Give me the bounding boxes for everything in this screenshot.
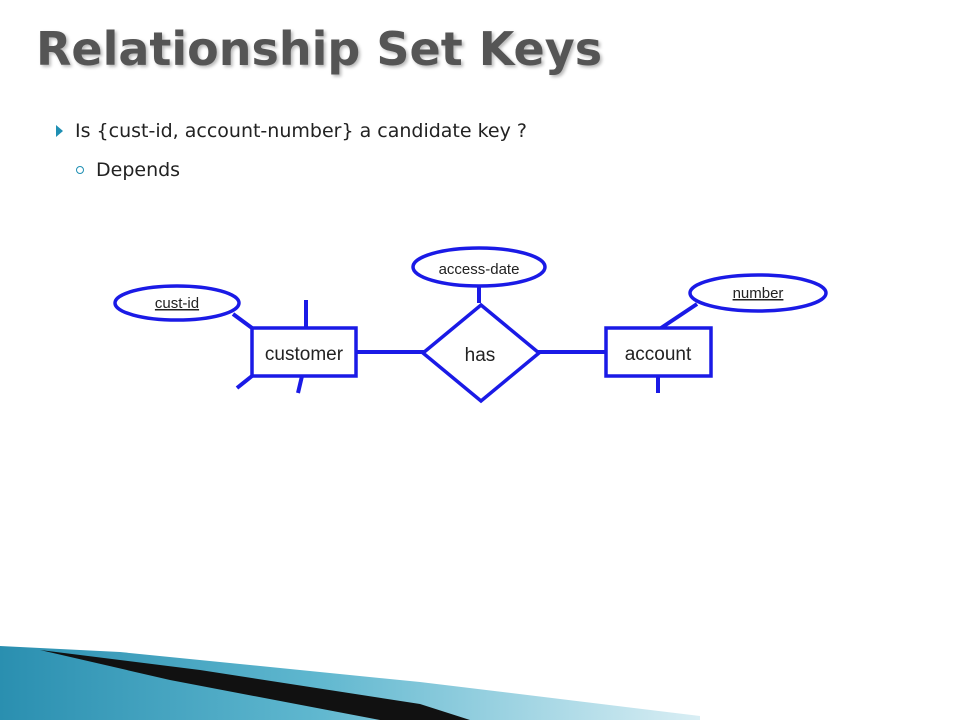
sub-bullet-item: Depends <box>76 159 180 181</box>
entity-account-box <box>604 326 713 378</box>
entity-account-label: account <box>625 344 692 365</box>
relationship-has-label: has <box>465 345 496 366</box>
slide-title: Relationship Set Keys <box>36 22 603 76</box>
attribute-access-date-label: access-date <box>439 261 520 278</box>
footer-decoration <box>0 646 700 720</box>
attribute-number-label: number <box>733 285 784 302</box>
stub-line <box>296 375 304 394</box>
relationship-has-diamond <box>420 302 542 404</box>
circle-bullet-icon <box>76 166 84 174</box>
bullet-item: Is {cust-id, account-number} a candidate… <box>56 120 527 142</box>
bullet-text: Is {cust-id, account-number} a candidate… <box>75 120 527 142</box>
arrow-bullet-icon <box>56 125 63 137</box>
connector-number <box>659 302 699 330</box>
entity-customer-label: customer <box>265 344 344 365</box>
connector-cust-id <box>231 312 254 330</box>
sub-bullet-text: Depends <box>96 159 181 181</box>
attribute-number-ellipse <box>688 273 828 313</box>
attribute-cust-id-ellipse <box>113 284 241 322</box>
attribute-cust-id-label: cust-id <box>155 295 199 312</box>
entity-customer-box <box>250 326 358 378</box>
footer-teal-band <box>0 646 700 720</box>
footer-dark-swoosh <box>40 650 470 720</box>
attribute-access-date-ellipse <box>411 246 547 288</box>
stub-line <box>235 374 254 390</box>
